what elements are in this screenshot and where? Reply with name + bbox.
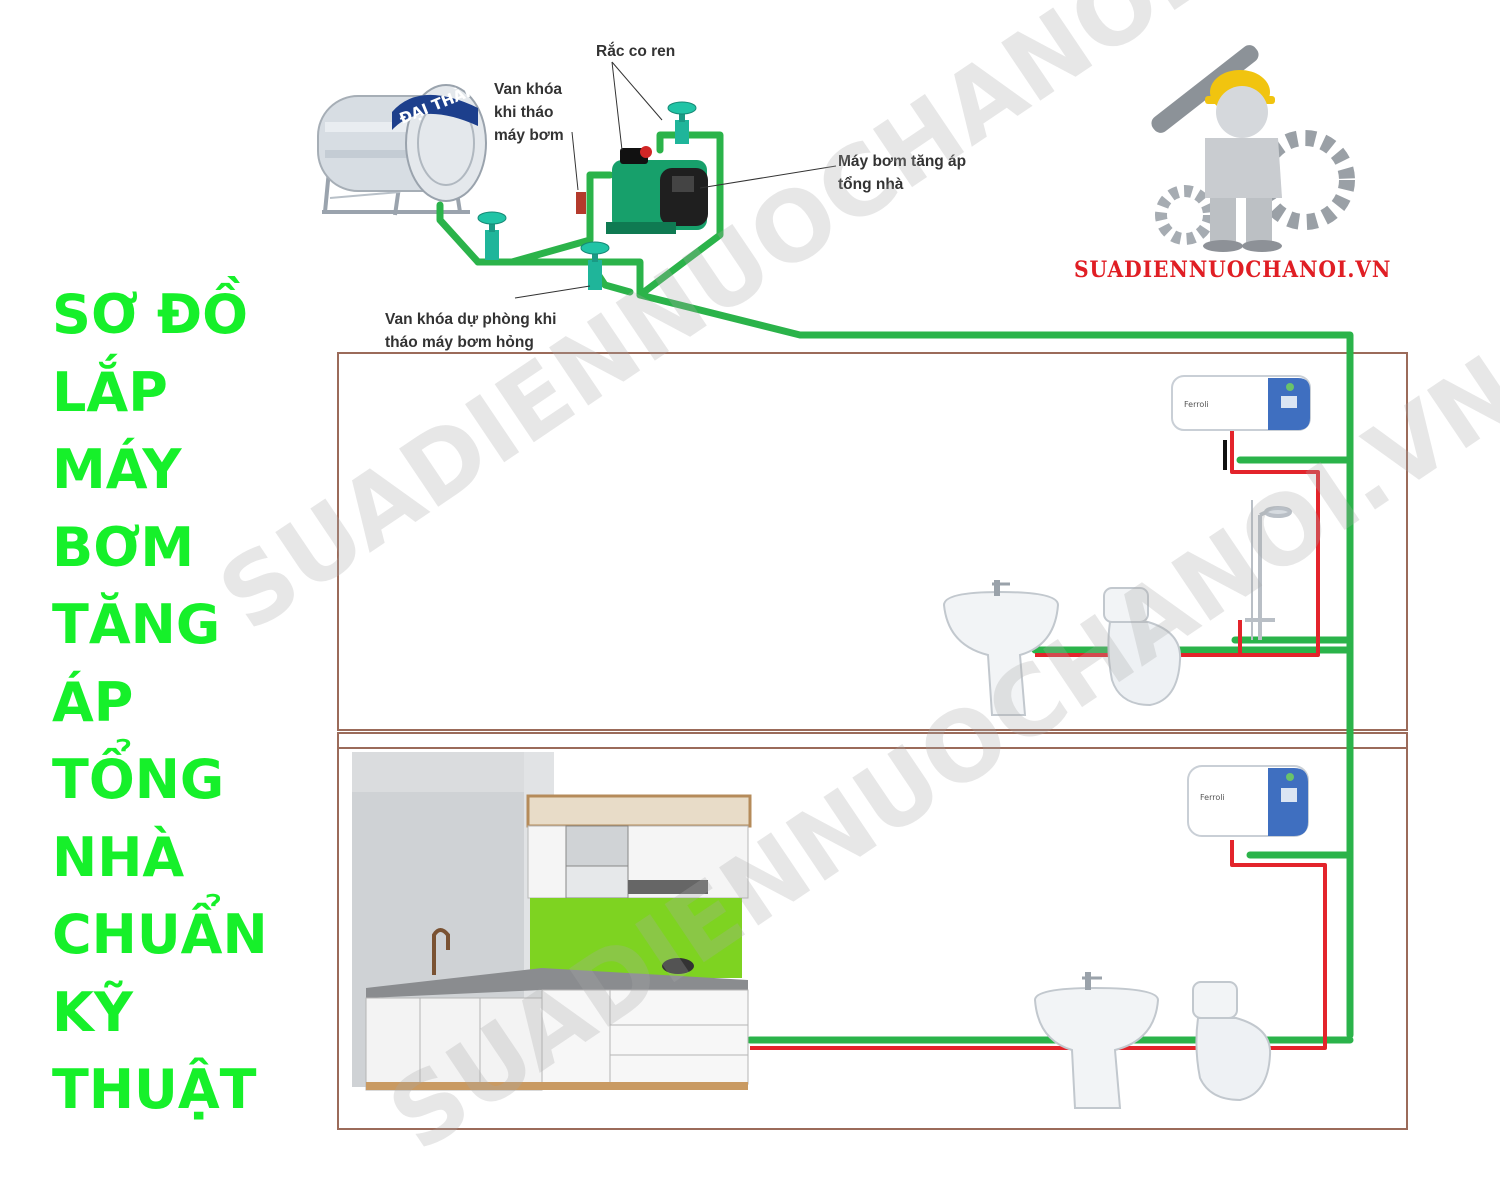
svg-text:Ferroli: Ferroli: [1184, 400, 1209, 409]
water-heater-upper: Ferroli: [1171, 375, 1311, 431]
title-line: ÁP: [52, 670, 134, 734]
lower-floor-room: [337, 732, 1408, 1130]
kitchen: [352, 752, 752, 1091]
upper-hot-pipe: [1035, 430, 1320, 657]
title-line: SƠ ĐỒ: [52, 283, 249, 346]
toilet-lower: [1192, 981, 1272, 1102]
water-heater-lower: Ferroli: [1187, 765, 1309, 837]
water-tank: ĐẠI THÀNH: [317, 75, 491, 216]
main-cold-pipe: [436, 201, 1354, 1039]
brand-logo-text: SUADIENNUOCHANOI.VN: [1074, 257, 1392, 283]
title-line: MÁY: [52, 438, 182, 501]
service-valve-label: Van khóa khi tháo máy bơm: [494, 81, 564, 144]
booster-pump-label: Máy bơm tăng áp tổng nhà: [838, 153, 967, 193]
svg-text:Ferroli: Ferroli: [1200, 793, 1225, 802]
title-line: THUẬT: [52, 1058, 257, 1121]
diagram-title: SƠ ĐỒ LẮP MÁY BƠM TĂNG ÁP TỔNG NHÀ CHUẨN…: [52, 276, 292, 1129]
lower-hot-pipe: [750, 840, 1327, 1050]
title-line: LẮP: [52, 360, 168, 424]
booster-pump: [606, 146, 708, 234]
title-line: KỸ: [52, 980, 133, 1044]
title-line: NHÀ: [52, 825, 185, 889]
washbasin-lower: [1033, 972, 1160, 1109]
toilet-upper: [1103, 587, 1182, 707]
title-line: TỔNG: [52, 748, 225, 811]
title-line: CHUẨN: [52, 903, 268, 966]
mascot-logo: [1151, 45, 1355, 252]
upper-floor-room: [337, 352, 1408, 731]
valve-group: [477, 101, 697, 290]
title-line: TĂNG: [52, 593, 221, 656]
washbasin-upper: [942, 580, 1060, 716]
pump-outlet-pipe: [636, 131, 724, 299]
title-line: BƠM: [52, 515, 195, 579]
pump-inlet-pipe: [508, 171, 594, 266]
bypass-valve-label: Van khóa dự phòng khi tháo máy bơm hỏng: [385, 311, 557, 351]
shower-column: [1245, 500, 1292, 640]
union-fitting-label: Rắc co ren: [596, 43, 676, 60]
